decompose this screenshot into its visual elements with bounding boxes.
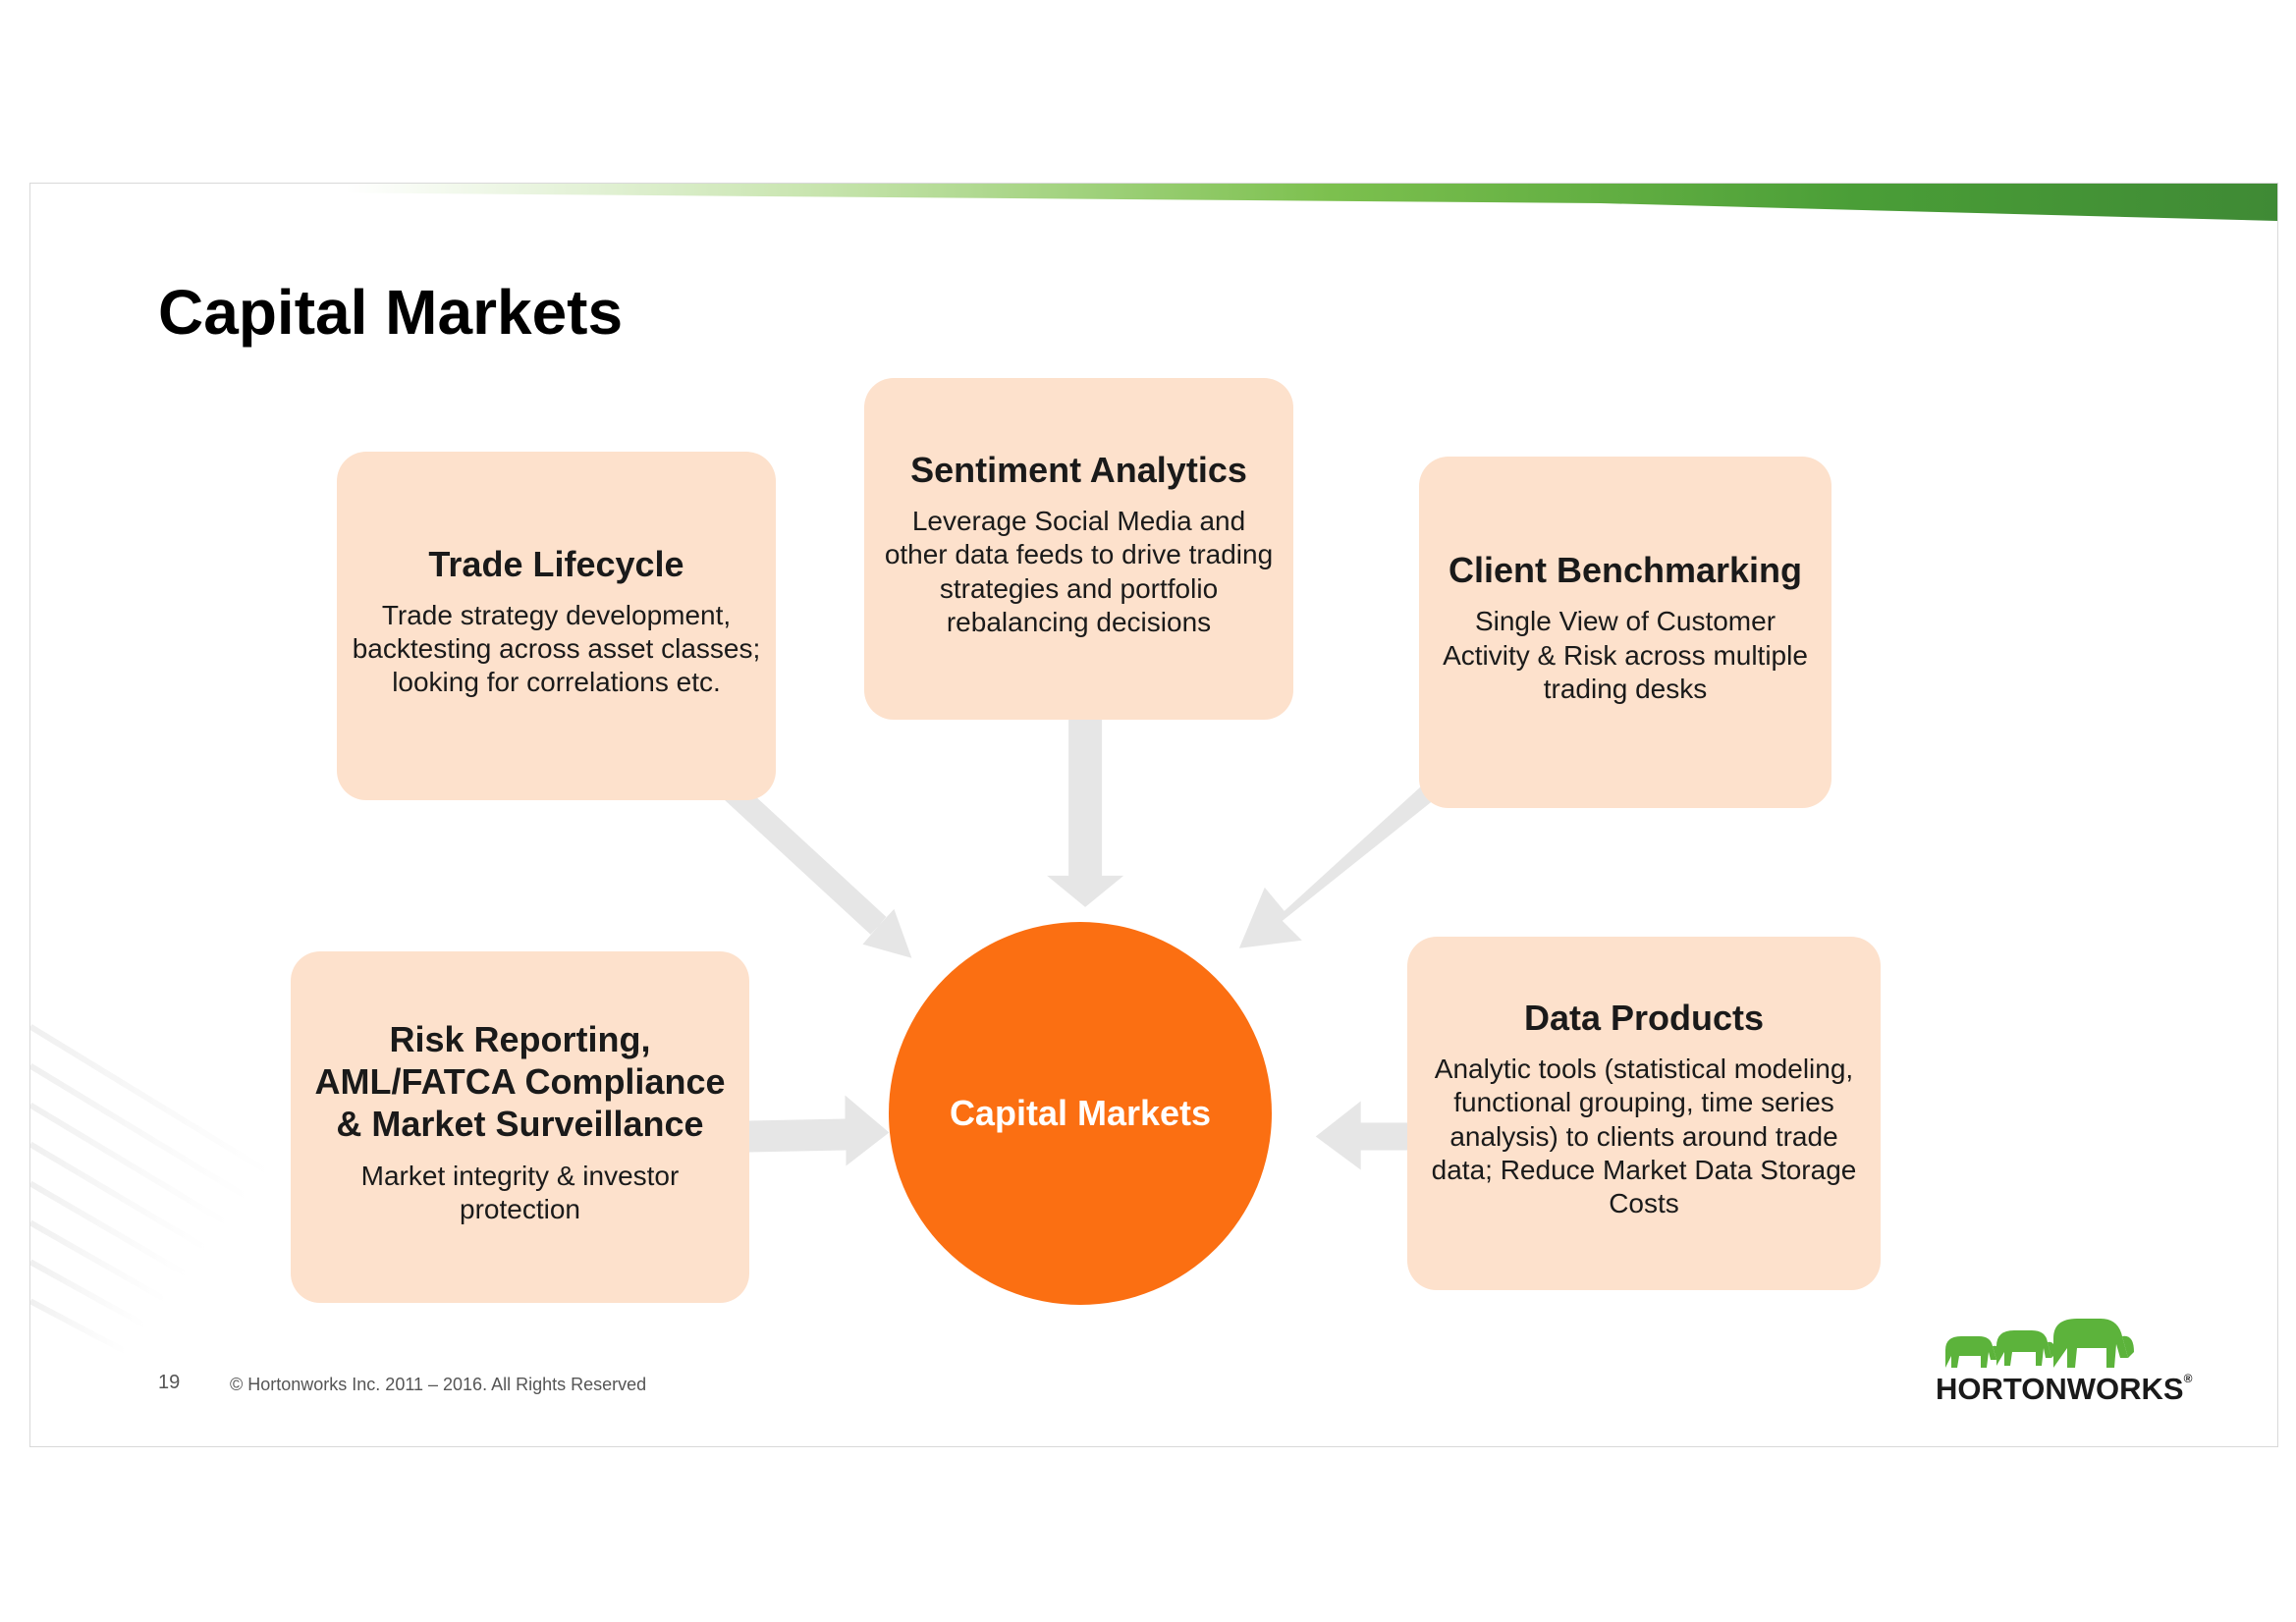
box-title: Client Benchmarking [1448,550,1803,591]
copyright-text: © Hortonworks Inc. 2011 – 2016. All Righ… [230,1375,647,1394]
connector-arrows [719,713,1457,1170]
arrow-trade-lifecycle [719,778,912,958]
box-client-benchmarking: Client Benchmarking Single View of Custo… [1419,457,1831,808]
logo-text: HORTONWORKS [1936,1372,2184,1406]
page-number: 19 [158,1372,181,1393]
hub-label: Capital Markets [949,1093,1212,1133]
box-description: Single View of Customer Activity & Risk … [1443,606,1808,704]
box-description: Analytic tools (statistical modeling, fu… [1431,1054,1857,1218]
top-accent-bar [177,184,2277,221]
arrow-client-benchmarking [1238,770,1457,948]
slide: Capital Markets Trade Lifecycle Trade st… [29,183,2278,1447]
page-title: Capital Markets [158,277,624,348]
box-sentiment-analytics: Sentiment Analytics Leverage Social Medi… [864,378,1293,720]
hortonworks-logo: HORTONWORKS® [1936,1311,2192,1409]
box-data-products: Data Products Analytic tools (statistica… [1407,937,1881,1290]
box-title: Sentiment Analytics [910,450,1247,491]
arrow-risk-reporting [746,1095,890,1166]
box-risk-reporting: Risk Reporting, AML/FATCA Compliance & M… [291,951,749,1303]
box-trade-lifecycle: Trade Lifecycle Trade strategy developme… [337,452,776,800]
elephants-icon [1945,1319,2134,1368]
box-description: Leverage Social Media and other data fee… [884,506,1274,637]
box-description: Market integrity & investor protection [360,1160,680,1224]
logo-wordmark: HORTONWORKS® [1936,1372,2192,1407]
box-description: Trade strategy development, backtesting … [352,599,761,698]
box-title: Risk Reporting, AML/FATCA Compliance & M… [314,1019,726,1145]
box-title: Data Products [1523,998,1765,1039]
registered-mark: ® [2183,1372,2193,1385]
hub-circle: Capital Markets [889,922,1272,1305]
arrow-sentiment-analytics [1047,713,1124,907]
box-title: Trade Lifecycle [428,543,684,584]
arrow-data-products [1315,1101,1412,1170]
